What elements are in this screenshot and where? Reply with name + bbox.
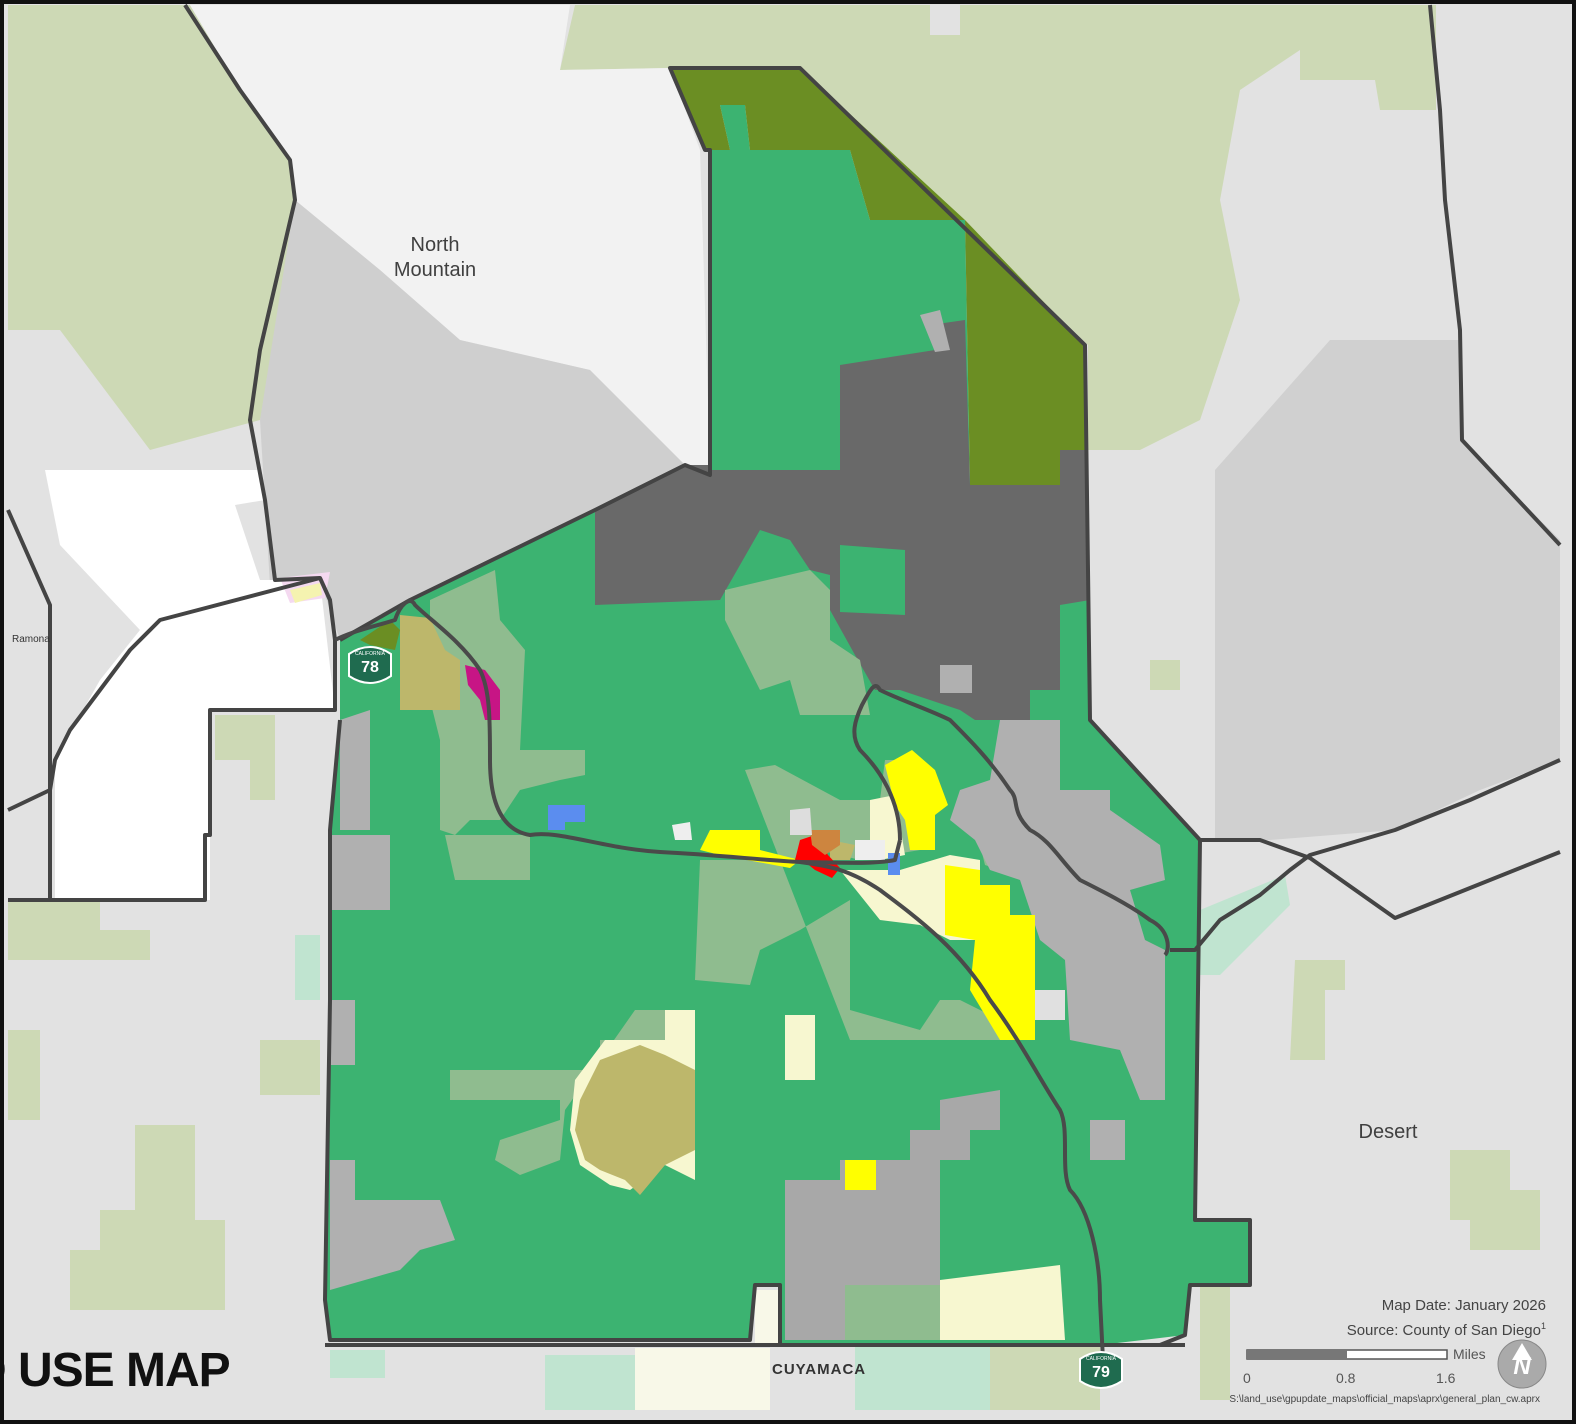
outside-cream-patch <box>755 1290 785 1345</box>
outside-forest-patch <box>990 1340 1100 1410</box>
tribal-gray-patch <box>785 1285 845 1340</box>
small-parcel <box>790 808 812 835</box>
village-residential-yellow <box>885 750 948 850</box>
tribal-gray-patch <box>330 1160 455 1290</box>
highway-routes[interactable] <box>334 599 1170 1361</box>
village-cream-area <box>940 1265 1065 1340</box>
subregion-gray <box>260 200 685 640</box>
semi-rural-area <box>430 570 585 835</box>
outside-teal-patch <box>330 1350 385 1378</box>
sr79-shield <box>1079 1351 1123 1389</box>
tribal-gray-patch <box>1035 990 1065 1020</box>
public-agency-lands <box>595 320 1090 720</box>
outside-forest-patch <box>70 1125 225 1310</box>
tribal-gray-patch <box>785 1090 1000 1285</box>
desert-label: Desert <box>1358 1121 1418 1143</box>
tribal-gray-patch <box>340 710 370 830</box>
cuyamaca-label: CUYAMACA <box>772 1361 867 1378</box>
outside-teal-patch <box>1200 875 1290 975</box>
north-arrow-icon <box>1497 1339 1547 1389</box>
village-cream-area <box>785 1015 815 1080</box>
map-source: Source: County of San Diego1 <box>1346 1321 1546 1339</box>
outside-forest-patch <box>1200 1280 1230 1400</box>
commercial-brown <box>810 830 840 855</box>
sr78-shield-caption: CALIFORNIA <box>354 651 385 657</box>
public-facility-blue <box>548 805 585 830</box>
map-credits: Map Date: January 2026 Source: County of… <box>1347 1296 1546 1341</box>
desert-gray-area <box>1215 340 1560 840</box>
village-residential-yellow <box>945 865 1035 1040</box>
map-title: D USE MAP <box>0 1344 231 1397</box>
scale-tick-0: 0 <box>1243 1370 1251 1386</box>
tribal-gray-patch <box>940 665 972 693</box>
semi-rural-area <box>450 1010 665 1175</box>
north-mountain-label: North Mountain <box>393 234 477 281</box>
outside-forest-patch <box>8 900 150 960</box>
outside-forest-patch <box>1290 960 1345 1060</box>
village-residential-yellow <box>845 1160 876 1190</box>
sr79-number: 79 <box>1092 1364 1110 1381</box>
outside-forest-patch <box>260 1040 320 1095</box>
open-space-olive <box>670 68 965 220</box>
tribal-gray-patch <box>950 720 1165 1100</box>
scale-tick-1: 0.8 <box>1336 1370 1356 1386</box>
file-path: S:\land_use\gpupdate_maps\official_maps\… <box>1229 1394 1540 1405</box>
scale-bar <box>1246 1349 1448 1360</box>
outside-forest-patch <box>1150 660 1180 690</box>
outside-forest-patch <box>8 1030 40 1120</box>
outside-teal-patch <box>295 935 320 1000</box>
outside-cream-patch <box>635 1348 770 1410</box>
open-space-olive <box>360 620 400 650</box>
tribal-gray-patch <box>920 310 950 352</box>
sr78-number: 78 <box>361 659 379 676</box>
planning-area-boundaries <box>6 3 1562 1347</box>
north-arrow-letter: N <box>1513 1353 1531 1380</box>
semi-rural-area <box>445 835 530 880</box>
outside-forest-patch <box>215 715 275 800</box>
small-parcel <box>672 822 692 840</box>
outside-forest-patch <box>1450 1150 1540 1250</box>
outside-forest-area <box>8 5 300 450</box>
industrial-magenta <box>465 665 500 720</box>
open-space-olive <box>965 220 1085 485</box>
sr78-shield <box>348 646 392 684</box>
small-parcel-yellow <box>290 583 322 603</box>
scale-tick-2: 1.6 <box>1436 1370 1456 1386</box>
specific-plan-tan <box>400 615 460 710</box>
outside-teal-patch <box>855 1345 990 1410</box>
sr79-shield-caption: CALIFORNIA <box>1085 1356 1116 1362</box>
rural-lands-pocket <box>840 545 905 615</box>
semi-rural-area <box>845 1285 940 1340</box>
outside-forest-area <box>1300 5 1436 80</box>
ramona-label: Ramona <box>12 634 50 645</box>
specific-plan-tan <box>575 1045 695 1195</box>
outside-forest-area <box>560 5 1436 450</box>
map-date: Map Date: January 2026 <box>1381 1297 1546 1314</box>
outside-teal-patch <box>545 1355 640 1410</box>
small-parcel <box>855 840 885 860</box>
tribal-gray-patch <box>330 1000 355 1065</box>
scale-unit: Miles <box>1453 1346 1486 1362</box>
tribal-gray-patch <box>330 835 390 910</box>
semi-rural-area <box>725 570 870 715</box>
tribal-gray-patch <box>1090 1120 1125 1160</box>
north-mountain-area <box>190 5 710 465</box>
ramona-area <box>45 470 335 900</box>
